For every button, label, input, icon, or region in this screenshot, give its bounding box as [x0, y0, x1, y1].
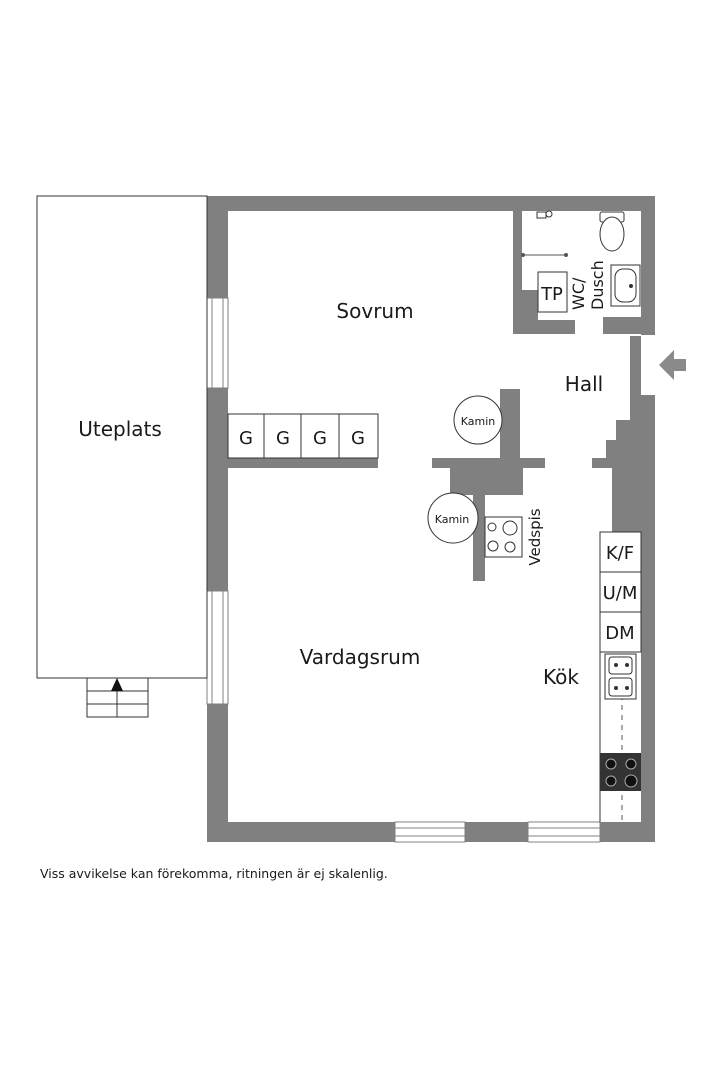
wardrobe-label-3: G — [313, 428, 327, 449]
stairs-up-arrow-icon — [111, 678, 123, 691]
wardrobe-label-2: G — [276, 428, 290, 449]
window-vardagsrum-west — [206, 590, 229, 705]
shower-rail — [521, 253, 568, 257]
toilet-icon — [599, 211, 625, 252]
terrace-outline — [36, 195, 208, 679]
cabinet-label-dm: DM — [605, 623, 634, 644]
room-label-uteplats: Uteplats — [78, 417, 162, 441]
room-label-wc: WC/ Dusch — [569, 260, 607, 310]
wood-stove — [484, 516, 523, 558]
room-label-wc-line1: WC/ — [569, 277, 588, 310]
central-chimney-wall — [432, 389, 545, 581]
bathroom-wall-right — [603, 317, 641, 334]
wardrobe-label-4: G — [351, 428, 365, 449]
window-sovrum — [206, 297, 229, 389]
tp-box — [537, 271, 568, 313]
room-label-hall: Hall — [565, 372, 603, 396]
bathroom-wall — [513, 211, 575, 334]
cabinet-label-kf: K/F — [606, 543, 634, 564]
window-south-2 — [527, 821, 601, 843]
hall-stepped-wall — [592, 336, 641, 532]
wardrobe-label-1: G — [239, 428, 253, 449]
sink-icon — [610, 264, 641, 307]
window-south-1 — [394, 821, 466, 843]
room-label-kok: Kök — [543, 665, 579, 689]
tp-label: TP — [540, 284, 563, 305]
room-label-sovrum: Sovrum — [336, 299, 413, 323]
cabinet-label-um: U/M — [603, 583, 638, 604]
entrance-arrow-icon — [659, 350, 686, 380]
wood-stove-label: Vedspis — [526, 508, 544, 565]
shower-head-icon — [536, 210, 553, 219]
wardrobe-row — [227, 413, 379, 459]
disclaimer-text: Viss avvikelse kan förekomma, ritningen … — [40, 866, 388, 881]
entrance-opening — [639, 335, 657, 395]
fireplace-lower-label: Kamin — [435, 513, 470, 526]
kitchen-cabinets — [599, 531, 642, 653]
room-label-wc-line2: Dusch — [588, 260, 607, 310]
room-label-vardagsrum: Vardagsrum — [300, 645, 421, 669]
fireplace-upper-label: Kamin — [461, 415, 496, 428]
fireplace-lower — [427, 492, 479, 544]
stove-icon — [600, 753, 641, 791]
kitchen-sink-icon — [604, 653, 637, 700]
fireplace-upper — [453, 395, 503, 445]
divider-wall — [228, 458, 378, 468]
